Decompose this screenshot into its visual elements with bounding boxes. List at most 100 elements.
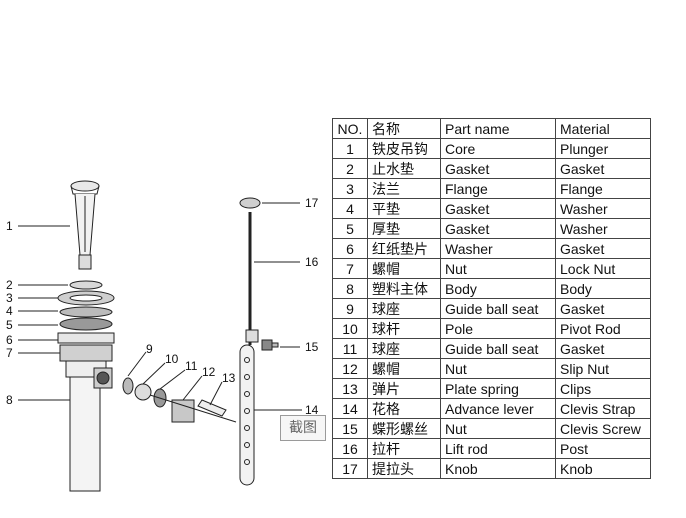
callout-6: 6: [6, 333, 13, 347]
part-washer-5: [59, 317, 113, 331]
cell-no: 1: [332, 138, 368, 159]
callout-labels: 1 2 3 4 5 6 7 8 9 10 11 12 13 14 15 16 1…: [6, 196, 319, 417]
cell-part-name: Body: [440, 278, 556, 299]
cell-material: Clevis Screw: [555, 418, 651, 439]
part-knob: [239, 197, 261, 209]
cell-no: 17: [332, 458, 368, 479]
cell-part-name: Gasket: [440, 218, 556, 239]
cell-part-name: Gasket: [440, 198, 556, 219]
cell-no: 8: [332, 278, 368, 299]
cell-no: 9: [332, 298, 368, 319]
cell-no: 16: [332, 438, 368, 459]
callout-9: 9: [146, 342, 153, 356]
cell-chinese-name: 螺帽: [367, 358, 441, 379]
cell-chinese-name: 铁皮吊钩: [367, 138, 441, 159]
callout-5: 5: [6, 318, 13, 332]
cell-no: 13: [332, 378, 368, 399]
cell-no: 2: [332, 158, 368, 179]
col-header-part-name: Part name: [440, 118, 556, 139]
cell-no: 7: [332, 258, 368, 279]
cell-part-name: Advance lever: [440, 398, 556, 419]
cell-no: 12: [332, 358, 368, 379]
part-clevis-strap: [239, 344, 255, 486]
cell-no: 10: [332, 318, 368, 339]
callout-13: 13: [222, 371, 236, 385]
cell-part-name: Washer: [440, 238, 556, 259]
cell-no: 4: [332, 198, 368, 219]
cell-chinese-name: 蝶形螺丝: [367, 418, 441, 439]
cell-no: 6: [332, 238, 368, 259]
cell-material: Pivot Rod: [555, 318, 651, 339]
callout-1: 1: [6, 219, 13, 233]
callout-17: 17: [305, 196, 319, 210]
cell-material: Washer: [555, 198, 651, 219]
cell-chinese-name: 厚垫: [367, 218, 441, 239]
cell-chinese-name: 球座: [367, 298, 441, 319]
cell-chinese-name: 法兰: [367, 178, 441, 199]
cell-material: Gasket: [555, 338, 651, 359]
cell-part-name: Nut: [440, 418, 556, 439]
cell-material: Slip Nut: [555, 358, 651, 379]
cell-material: Clips: [555, 378, 651, 399]
cell-material: Body: [555, 278, 651, 299]
cell-part-name: Pole: [440, 318, 556, 339]
cell-part-name: Nut: [440, 258, 556, 279]
part-body: [65, 360, 113, 492]
cell-material: Flange: [555, 178, 651, 199]
callout-11: 11: [185, 359, 198, 373]
cell-part-name: Guide ball seat: [440, 298, 556, 319]
cell-material: Post: [555, 438, 651, 459]
cell-part-name: Core: [440, 138, 556, 159]
leader-lines: [18, 202, 302, 411]
callout-3: 3: [6, 291, 13, 305]
callout-7: 7: [6, 346, 13, 360]
part-plate-spring: [197, 399, 227, 417]
cell-no: 5: [332, 218, 368, 239]
cell-material: Clevis Strap: [555, 398, 651, 419]
cell-material: Gasket: [555, 298, 651, 319]
part-lock-nut: [59, 344, 113, 362]
part-washer-4: [59, 306, 113, 318]
cell-part-name: Plate spring: [440, 378, 556, 399]
cell-chinese-name: 塑料主体: [367, 278, 441, 299]
cell-chinese-name: 拉杆: [367, 438, 441, 459]
cell-no: 11: [332, 338, 368, 359]
callout-10: 10: [165, 352, 179, 366]
part-core: [70, 180, 100, 270]
cell-part-name: Nut: [440, 358, 556, 379]
col-header-material: Material: [555, 118, 651, 139]
part-gasket-6: [57, 332, 115, 344]
callout-14: 14: [305, 403, 319, 417]
cell-chinese-name: 红纸垫片: [367, 238, 441, 259]
cell-chinese-name: 球座: [367, 338, 441, 359]
cell-chinese-name: 提拉头: [367, 458, 441, 479]
cell-chinese-name: 螺帽: [367, 258, 441, 279]
cell-no: 14: [332, 398, 368, 419]
col-header-chinese-name: 名称: [367, 118, 441, 139]
cell-no: 3: [332, 178, 368, 199]
cell-chinese-name: 花格: [367, 398, 441, 419]
table-header-row: NO. 名称 Part name Material: [332, 118, 651, 139]
cell-part-name: Guide ball seat: [440, 338, 556, 359]
screenshot-watermark: 截图: [280, 415, 326, 441]
cell-chinese-name: 球杆: [367, 318, 441, 339]
cell-material: Gasket: [555, 238, 651, 259]
cell-material: Plunger: [555, 138, 651, 159]
cell-part-name: Flange: [440, 178, 556, 199]
part-flange: [57, 290, 115, 306]
